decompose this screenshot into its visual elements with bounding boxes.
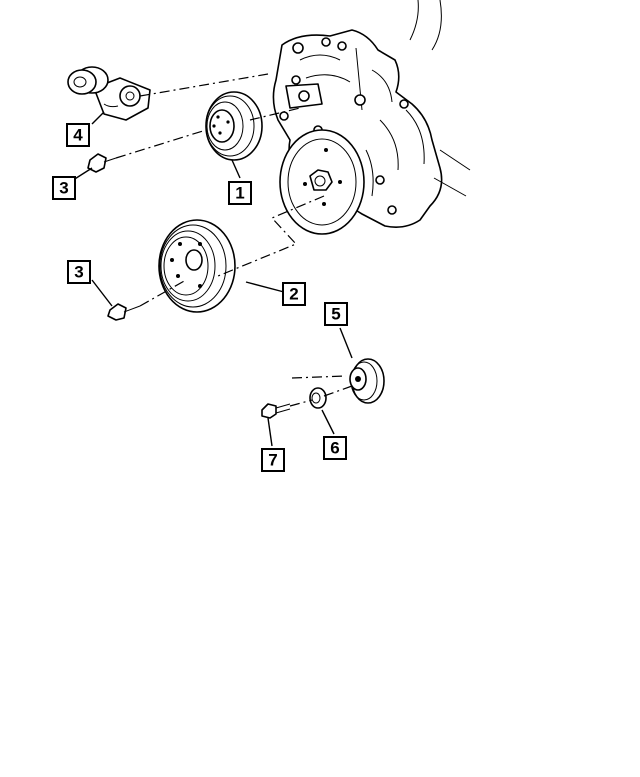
- centerline-crank-bolt: [139, 279, 187, 307]
- centerline-crank: [217, 195, 325, 277]
- leader-3b: [91, 279, 113, 307]
- callout-6: 6: [323, 436, 347, 460]
- centerline-tensioner: [139, 73, 269, 97]
- idler-pulley: [349, 358, 385, 404]
- callout-5-label: 5: [331, 305, 340, 324]
- leader-1: [231, 159, 241, 179]
- belt-tensioner: [67, 66, 151, 121]
- centerline-idler: [291, 375, 347, 379]
- centerline-spacer: [323, 385, 353, 397]
- crankshaft-damper: [279, 129, 365, 235]
- centerline-water-pump: [115, 129, 207, 159]
- centerline-idler-bolt: [289, 399, 313, 407]
- callout-4: 4: [66, 123, 90, 147]
- spacer: [309, 387, 327, 409]
- callout-5: 5: [324, 302, 348, 326]
- callout-3-lower-label: 3: [74, 263, 83, 282]
- callout-3-upper: 3: [52, 176, 76, 200]
- leader-2: [245, 281, 285, 293]
- callout-6-label: 6: [330, 439, 339, 458]
- leader-5: [339, 327, 353, 359]
- callout-4-label: 4: [73, 126, 83, 145]
- callout-7: 7: [261, 448, 285, 472]
- callout-1-label: 1: [235, 184, 244, 203]
- water-pump-pulley: [205, 91, 263, 161]
- callout-2-label: 2: [289, 285, 298, 304]
- bolt-upper: [87, 153, 117, 173]
- callout-7-label: 7: [268, 451, 277, 470]
- callout-1: 1: [228, 181, 252, 205]
- callout-3-lower: 3: [67, 260, 91, 284]
- leader-7: [267, 417, 273, 447]
- leader-6: [321, 409, 335, 435]
- idler-bolt: [261, 403, 291, 419]
- leader-4: [91, 111, 105, 125]
- callout-2: 2: [282, 282, 306, 306]
- crankshaft-pulley: [158, 219, 236, 313]
- callout-3-upper-label: 3: [59, 179, 68, 198]
- centerline-pump-engine: [249, 107, 301, 121]
- bolt-lower: [107, 303, 141, 321]
